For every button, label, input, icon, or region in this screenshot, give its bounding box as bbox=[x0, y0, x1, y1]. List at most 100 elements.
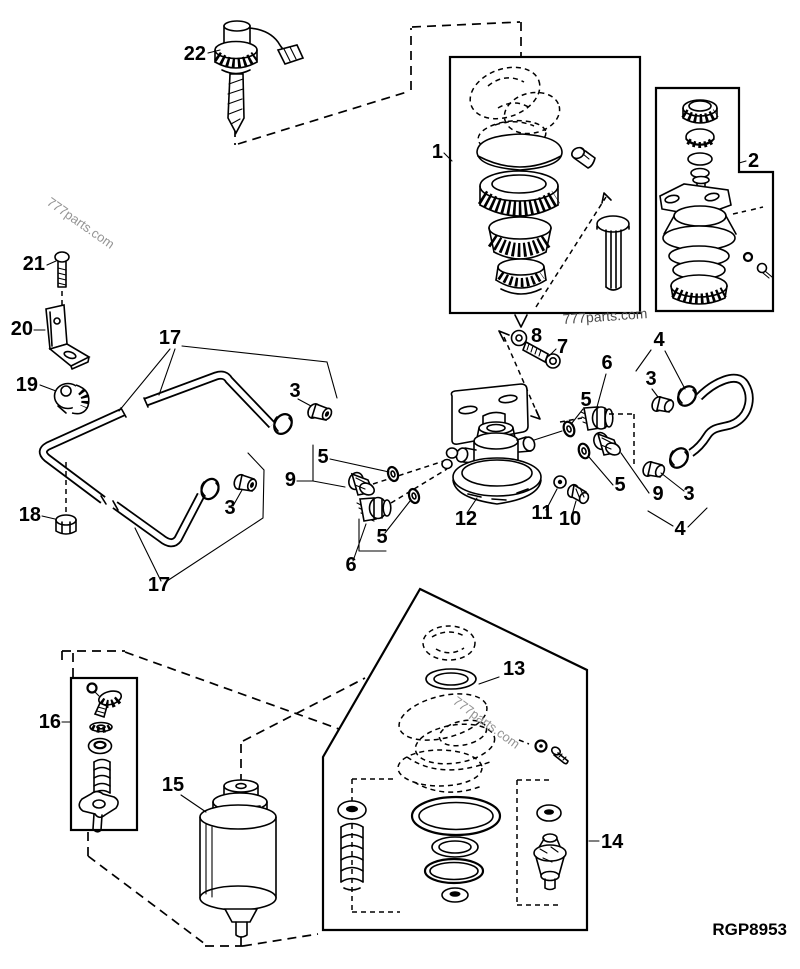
primer-dome-cap bbox=[685, 128, 715, 148]
callout-3-lower: 3 bbox=[224, 497, 235, 519]
callout-labels: 22 1 2 21 20 19 17 8 7 6 4 3 3 5 9 5 5 9… bbox=[11, 43, 759, 853]
seal-grommet bbox=[87, 737, 113, 755]
part-11-washer bbox=[553, 475, 567, 489]
callout-8: 8 bbox=[531, 325, 542, 347]
part-12-filter-head bbox=[372, 383, 583, 505]
kit-screw-washer bbox=[518, 739, 569, 765]
callout-5-left: 5 bbox=[317, 446, 328, 468]
clip-ring bbox=[86, 682, 98, 694]
part-4-hose bbox=[668, 373, 754, 469]
part-3-cap-upper bbox=[307, 402, 333, 421]
kit-ring-medium bbox=[431, 836, 479, 858]
drain-valve-screw bbox=[78, 758, 119, 833]
part-9-elbow-left bbox=[348, 471, 375, 496]
leader-bracket-9-right bbox=[609, 413, 635, 464]
part-9-elbow-right bbox=[593, 431, 621, 456]
callout-7: 7 bbox=[557, 336, 568, 358]
callout-10: 10 bbox=[559, 508, 581, 530]
callout-18: 18 bbox=[19, 504, 41, 526]
kit-element-dashed bbox=[397, 693, 496, 793]
part-7-bolt bbox=[522, 340, 561, 369]
kit-subbox-right bbox=[516, 779, 558, 906]
part-21-bolt bbox=[54, 251, 70, 309]
pipe-end-nuts bbox=[200, 413, 293, 501]
callout-5-lower-left: 5 bbox=[376, 526, 387, 548]
callout-17-top: 17 bbox=[159, 327, 181, 349]
knurled-ring-large bbox=[477, 170, 561, 217]
group-box-14 bbox=[321, 587, 589, 932]
part-5-washer-left2 bbox=[407, 487, 421, 505]
drawing-code: RGP8953 bbox=[712, 920, 787, 939]
callout-17-bottom: 17 bbox=[148, 574, 170, 596]
callout-6-left: 6 bbox=[345, 554, 356, 576]
callout-15: 15 bbox=[162, 774, 184, 796]
part-5-washer-left2-hole bbox=[411, 492, 417, 500]
cover-dome bbox=[476, 133, 563, 171]
kit-grommet-right bbox=[536, 804, 562, 822]
head-side-ports bbox=[441, 436, 536, 477]
callout-16: 16 bbox=[39, 711, 61, 733]
kit-oring-large bbox=[410, 795, 502, 837]
part-5-washer-head-hole bbox=[566, 425, 572, 433]
kit-grommet-small bbox=[441, 887, 469, 903]
part-5-washer-right bbox=[577, 442, 591, 460]
plug-small bbox=[570, 146, 596, 169]
part-13-ring bbox=[425, 668, 477, 690]
callout-9-left: 9 bbox=[285, 469, 296, 491]
kit-cap-dashed bbox=[422, 625, 476, 661]
group-box-16 bbox=[69, 676, 139, 833]
part-18-nut bbox=[55, 462, 77, 535]
watermark-middle: 777parts.com bbox=[562, 305, 648, 327]
part-6-fitting-right bbox=[580, 406, 614, 431]
callout-14: 14 bbox=[601, 831, 624, 853]
callout-11: 11 bbox=[531, 502, 552, 524]
kit-grommet-left bbox=[337, 800, 367, 820]
part-15-fuel-pump bbox=[199, 779, 277, 938]
part-19-clamp bbox=[53, 382, 90, 415]
kit-ring-medium2 bbox=[423, 857, 485, 885]
bolt-path-arrow bbox=[498, 330, 541, 420]
group-box-1 bbox=[448, 55, 642, 315]
primer-knurled-ring bbox=[681, 99, 719, 124]
primer-pump-assembly bbox=[659, 175, 773, 305]
callout-6-right: 6 bbox=[601, 352, 612, 374]
primer-o-ring bbox=[687, 152, 713, 166]
callout-19: 19 bbox=[16, 374, 38, 396]
kit-valve bbox=[533, 833, 567, 891]
part-5-washer-left bbox=[386, 465, 400, 483]
callout-1: 1 bbox=[432, 141, 443, 163]
part-8-washer bbox=[510, 329, 528, 347]
callout-3-right-top: 3 bbox=[645, 368, 656, 390]
callout-9-right: 9 bbox=[652, 483, 663, 505]
gasket-dashed-blobs bbox=[469, 66, 561, 153]
callout-4-top: 4 bbox=[653, 329, 665, 351]
star-washer bbox=[89, 721, 113, 733]
part-3-cap-right-upper bbox=[651, 396, 675, 413]
vent-plug bbox=[93, 690, 123, 719]
cap-small bbox=[495, 258, 547, 295]
callout-3-upper: 3 bbox=[289, 380, 300, 402]
callout-4-bottom: 4 bbox=[674, 518, 686, 540]
part-22-sender-drawing bbox=[214, 20, 305, 135]
group-box-2 bbox=[654, 86, 775, 313]
part-3-cap-lower bbox=[233, 473, 258, 492]
part-10-plug bbox=[566, 483, 590, 505]
knurled-cup bbox=[487, 216, 553, 260]
callout-20: 20 bbox=[11, 318, 33, 340]
callout-22: 22 bbox=[184, 43, 206, 65]
part-17-fuel-lines bbox=[38, 370, 276, 548]
callout-5-right: 5 bbox=[614, 474, 625, 496]
part-6-fitting-left bbox=[356, 496, 392, 522]
bolt-long bbox=[535, 192, 630, 308]
leader-lines bbox=[33, 49, 747, 842]
callout-5-head: 5 bbox=[580, 389, 591, 411]
explode-connector-lines-bottom bbox=[61, 650, 366, 951]
part-5-washer-right-hole bbox=[581, 447, 587, 455]
callout-3-right-low: 3 bbox=[683, 483, 694, 505]
part-5-washer-head bbox=[562, 420, 576, 438]
part-5-washer-left-hole bbox=[390, 470, 396, 478]
head-bowl-ring bbox=[452, 457, 542, 505]
callout-2: 2 bbox=[748, 150, 759, 172]
